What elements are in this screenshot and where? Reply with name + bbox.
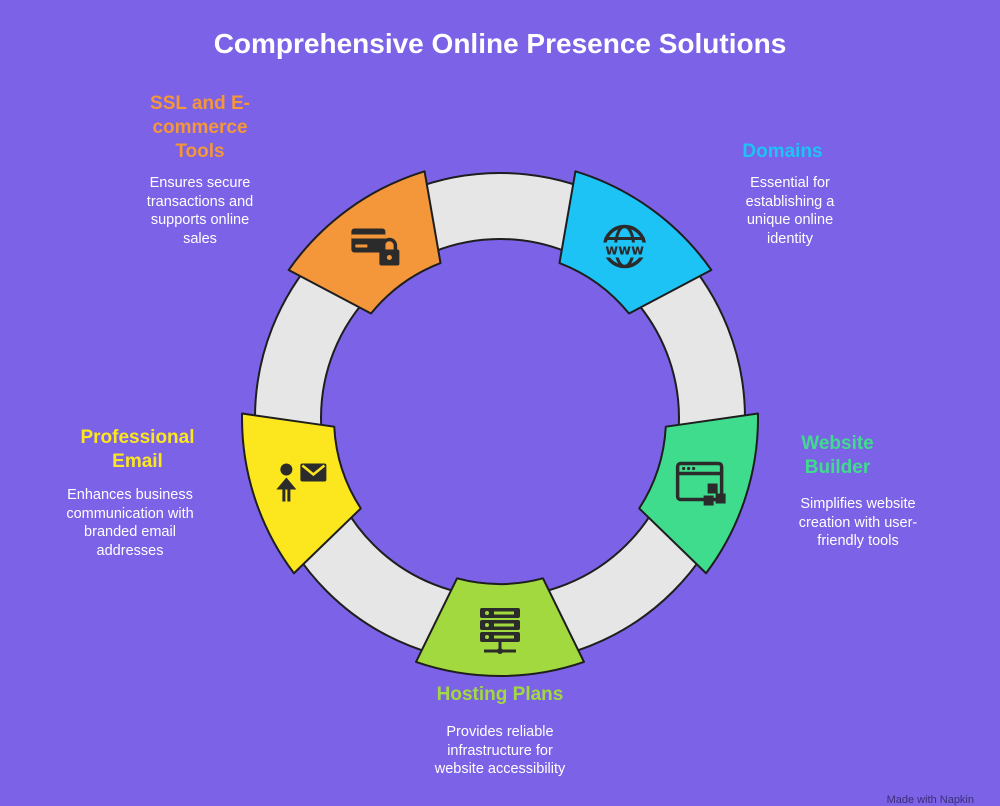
browser-blocks-icon [675,461,726,506]
domains-heading: Domains [700,140,865,164]
website-builder-description-line: creation with user- [798,514,918,531]
domains-description: Essential for establishing a unique onli… [700,174,880,248]
page-title: Comprehensive Online Presence Solutions [213,28,787,59]
website-builder-description-line: Simplifies website [800,496,916,512]
email-description-line: communication with [66,505,194,522]
domains-description-line: unique online [746,212,834,228]
hosting-heading-line: Hosting Plans [436,684,564,705]
ssl-description-line: Ensures secure [149,175,251,191]
website-builder-segment [638,412,759,575]
person-mail-icon [276,463,327,502]
ssl-heading-line: Tools [175,141,225,162]
hosting-description-line: Provides reliable [446,724,554,740]
hosting-description: Provides reliable infrastructure for web… [400,723,600,779]
ssl-heading-line: commerce [152,117,248,138]
domains-description-line: Essential for [750,175,830,191]
svg-text:www: www [605,242,644,258]
ssl-heading: SSL and E- commerce Tools [110,92,290,164]
domains-description-line: establishing a [745,193,835,210]
email-segment [241,412,362,575]
footer-credit: Made with Napkin [886,794,974,806]
ssl-description-line: transactions and [146,193,254,210]
domains-segment [558,170,713,315]
card-lock-icon [351,228,400,266]
email-description-line: branded email [84,524,176,540]
email-description-line: Enhances business [67,487,193,503]
ssl-description: Ensures secure transactions and supports… [110,174,290,248]
www-globe-icon: www [599,224,650,269]
hosting-description-line: website accessibility [434,761,566,777]
website-builder-heading-line: Builder [804,457,871,478]
domains-description-line: identity [767,230,813,247]
ssl-description-line: sales [183,230,217,247]
server-icon [480,608,520,654]
email-description-line: addresses [96,542,164,559]
hosting-description-line: infrastructure for [447,742,553,759]
email-description: Enhances business communication with bra… [40,486,220,560]
domains-heading-line: Domains [742,141,823,162]
website-builder-heading-line: Website [801,433,874,454]
website-builder-description-line: friendly tools [817,533,899,549]
email-heading-line: Professional [80,427,195,448]
email-heading-line: Email [112,451,163,472]
email-heading: Professional Email [50,426,225,474]
ssl-description-line: supports online [150,212,250,228]
ssl-heading-line: SSL and E- [150,93,250,114]
website-builder-heading: Website Builder [760,432,915,480]
website-builder-description: Simplifies website creation with user- f… [768,495,948,551]
hosting-heading: Hosting Plans [400,683,600,707]
